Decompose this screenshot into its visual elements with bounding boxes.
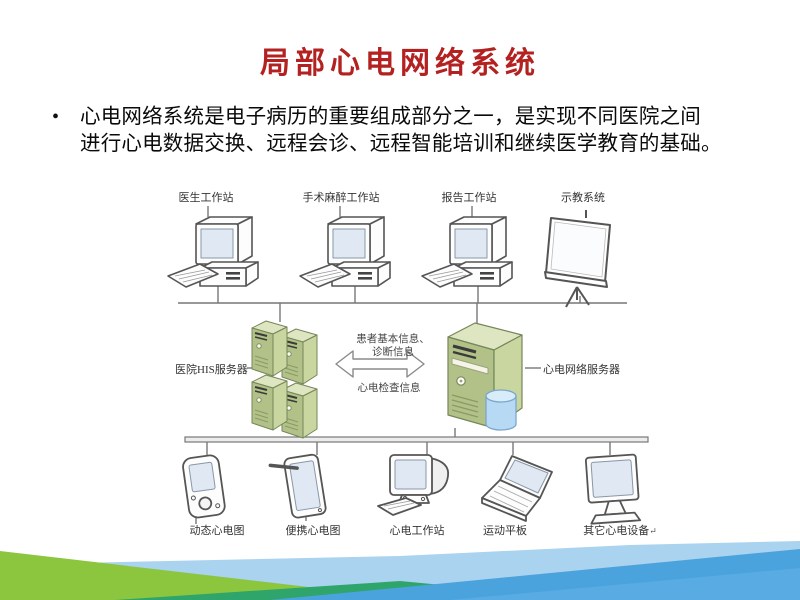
- footer-bright-blue-shape: [450, 568, 800, 600]
- bullet-line-1: 心电网络系统是电子病历的重要组成部分之一，是实现不同医院之间: [80, 106, 701, 128]
- teaching-system-label: 示教系统: [561, 192, 605, 204]
- treadmill-laptop-icon: [481, 455, 553, 522]
- arrow-bottom-label: 心电检查信息: [357, 383, 421, 394]
- report-workstation-label: 报告工作站: [441, 192, 497, 204]
- treadmill-label: 运动平板: [483, 525, 527, 537]
- report-workstation-icon: [421, 216, 513, 288]
- footer-decoration: [0, 541, 800, 600]
- portable-ecg-label: 便携心电图: [285, 525, 341, 537]
- connector-lines: [178, 206, 649, 524]
- ecg-workstation-monitor-icon: [377, 454, 450, 516]
- return-mark: ↵: [649, 526, 657, 536]
- slide-title: 局部心电网络系统: [260, 47, 540, 80]
- portable-ecg-tablet-icon: [268, 453, 327, 519]
- arrow-top-label-line1: 患者基本信息、: [356, 334, 430, 345]
- surgery-anesthesia-workstation-icon: [299, 216, 391, 288]
- other-ecg-device-monitor-icon: [584, 453, 642, 525]
- database-cylinder-icon: [485, 389, 517, 431]
- arrow-top-label-line2: 诊断信息: [372, 347, 414, 358]
- bullet-paragraph: 心电网络系统是电子病历的重要组成部分之一，是实现不同医院之间 进行心电数据交换、…: [80, 104, 780, 158]
- doctor-workstation-icon: [167, 216, 259, 288]
- his-server-cluster-icon: [251, 320, 318, 439]
- data-exchange-arrow: [335, 350, 425, 378]
- ecg-workstation-label: 心电工作站: [389, 525, 445, 537]
- bottom-bus-bar: [184, 436, 649, 443]
- doctor-workstation-label: 医生工作站: [178, 192, 234, 204]
- dynamic-ecg-recorder-icon: [182, 454, 226, 519]
- bullet-line-2: 进行心电数据交换、远程会诊、远程智能培训和继续医学教育的基础。: [80, 133, 722, 155]
- network-diagram-canvas: [167, 206, 649, 525]
- surgery-anesthesia-workstation-label: 手术麻醉工作站: [302, 192, 380, 204]
- other-ecg-devices-label: 其它心电设备↵: [583, 525, 657, 537]
- ecg-server-label: 心电网络服务器: [543, 364, 620, 376]
- dynamic-ecg-label: 动态心电图: [189, 525, 245, 537]
- bullet-marker: •: [52, 106, 60, 128]
- his-server-label: 医院HIS服务器: [175, 364, 248, 376]
- teaching-system-screen-icon: [544, 209, 611, 308]
